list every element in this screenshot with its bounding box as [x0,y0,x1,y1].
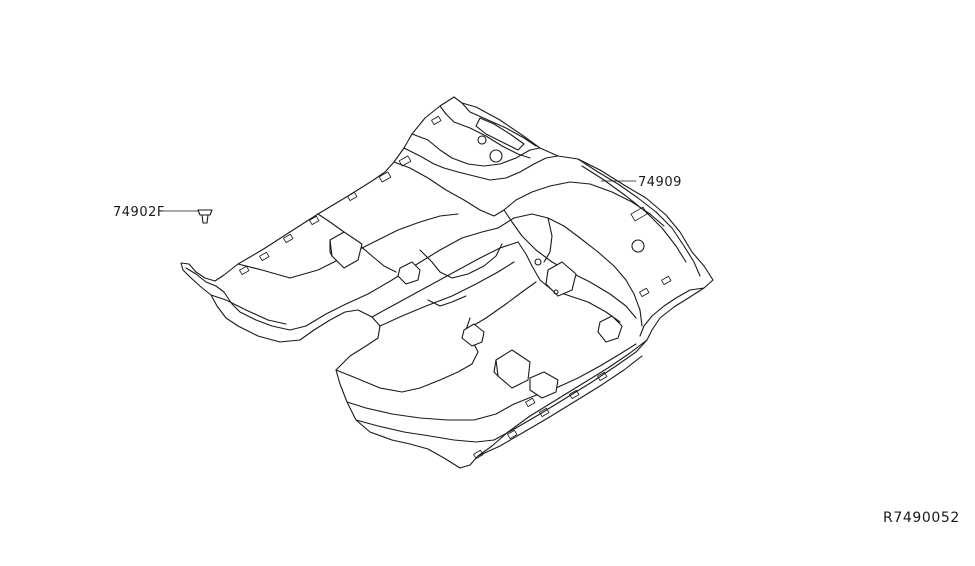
carpet-firewall-trim-2 [461,102,537,147]
carpet-firewall-top [403,147,559,181]
slot [347,191,358,201]
carpet-outline [180,96,714,469]
slot [525,397,536,407]
carpet-hole [631,239,645,253]
seat-anchor-front-left-side [329,239,333,257]
seat-anchor-front-center [397,261,421,285]
clip-stem [201,214,209,224]
slot [473,449,484,459]
carpet-rear-tunnel-3 [543,217,553,263]
carpet-rear-front-edge [465,281,537,331]
carpet-slots [239,115,672,459]
slot [507,429,518,439]
slot [597,371,608,381]
carpet-center-hump [419,243,503,279]
slot [259,251,270,261]
slot [431,115,442,125]
carpet-hole [553,289,559,295]
slot [309,215,320,225]
slot [378,171,392,183]
carpet-hole [477,135,487,145]
carpet-rear-left-edge [346,401,515,421]
carpet-center-hump-2 [427,295,467,307]
carpet-right-sill [577,158,701,277]
seat-anchor-rear-mid [529,371,559,399]
slot [630,206,648,222]
seat-anchor-front-right-2 [597,315,623,343]
clip-drawing [197,209,213,224]
seat-anchor-rear-left-side [493,359,499,377]
carpet-rear-right-strip-3 [513,343,637,405]
seat-anchor-front-right [545,261,577,297]
slot [661,275,672,285]
carpet-firewall-edge [393,161,665,227]
part-number-clip: 74902F [113,205,165,220]
callout-clip: 74902F [113,205,199,220]
slot [283,233,294,243]
callout-floor-carpet: 74909 [600,175,682,190]
carpet-rear-right-strip-2 [477,355,643,457]
part-number-floor-carpet: 74909 [638,175,682,190]
carpet-edge-left-front [185,267,307,331]
slot [539,407,550,417]
slot [398,155,412,167]
slot [639,287,650,297]
clip-head [197,209,213,216]
carpet-rear-left-lip [355,419,495,443]
carpet-firewall-trim [439,105,531,159]
carpet-firewall-inner [411,133,541,167]
floor-carpet-drawing [180,96,714,469]
carpet-right-rear-edge [639,287,705,337]
seat-anchor-rear-right [461,323,485,347]
carpet-firewall-cutout [475,117,525,151]
carpet-rear-tunnel [497,213,643,327]
carpet-rear-right-strip [493,339,648,441]
carpet-tunnel-ridge-2 [379,261,515,327]
carpet-hole [489,149,503,163]
slot [569,389,580,399]
carpet-hole [534,258,542,266]
diagram-reference-code: R7490052 [883,510,960,526]
carpet-edge-left-lip [210,294,287,325]
slot [239,265,250,275]
